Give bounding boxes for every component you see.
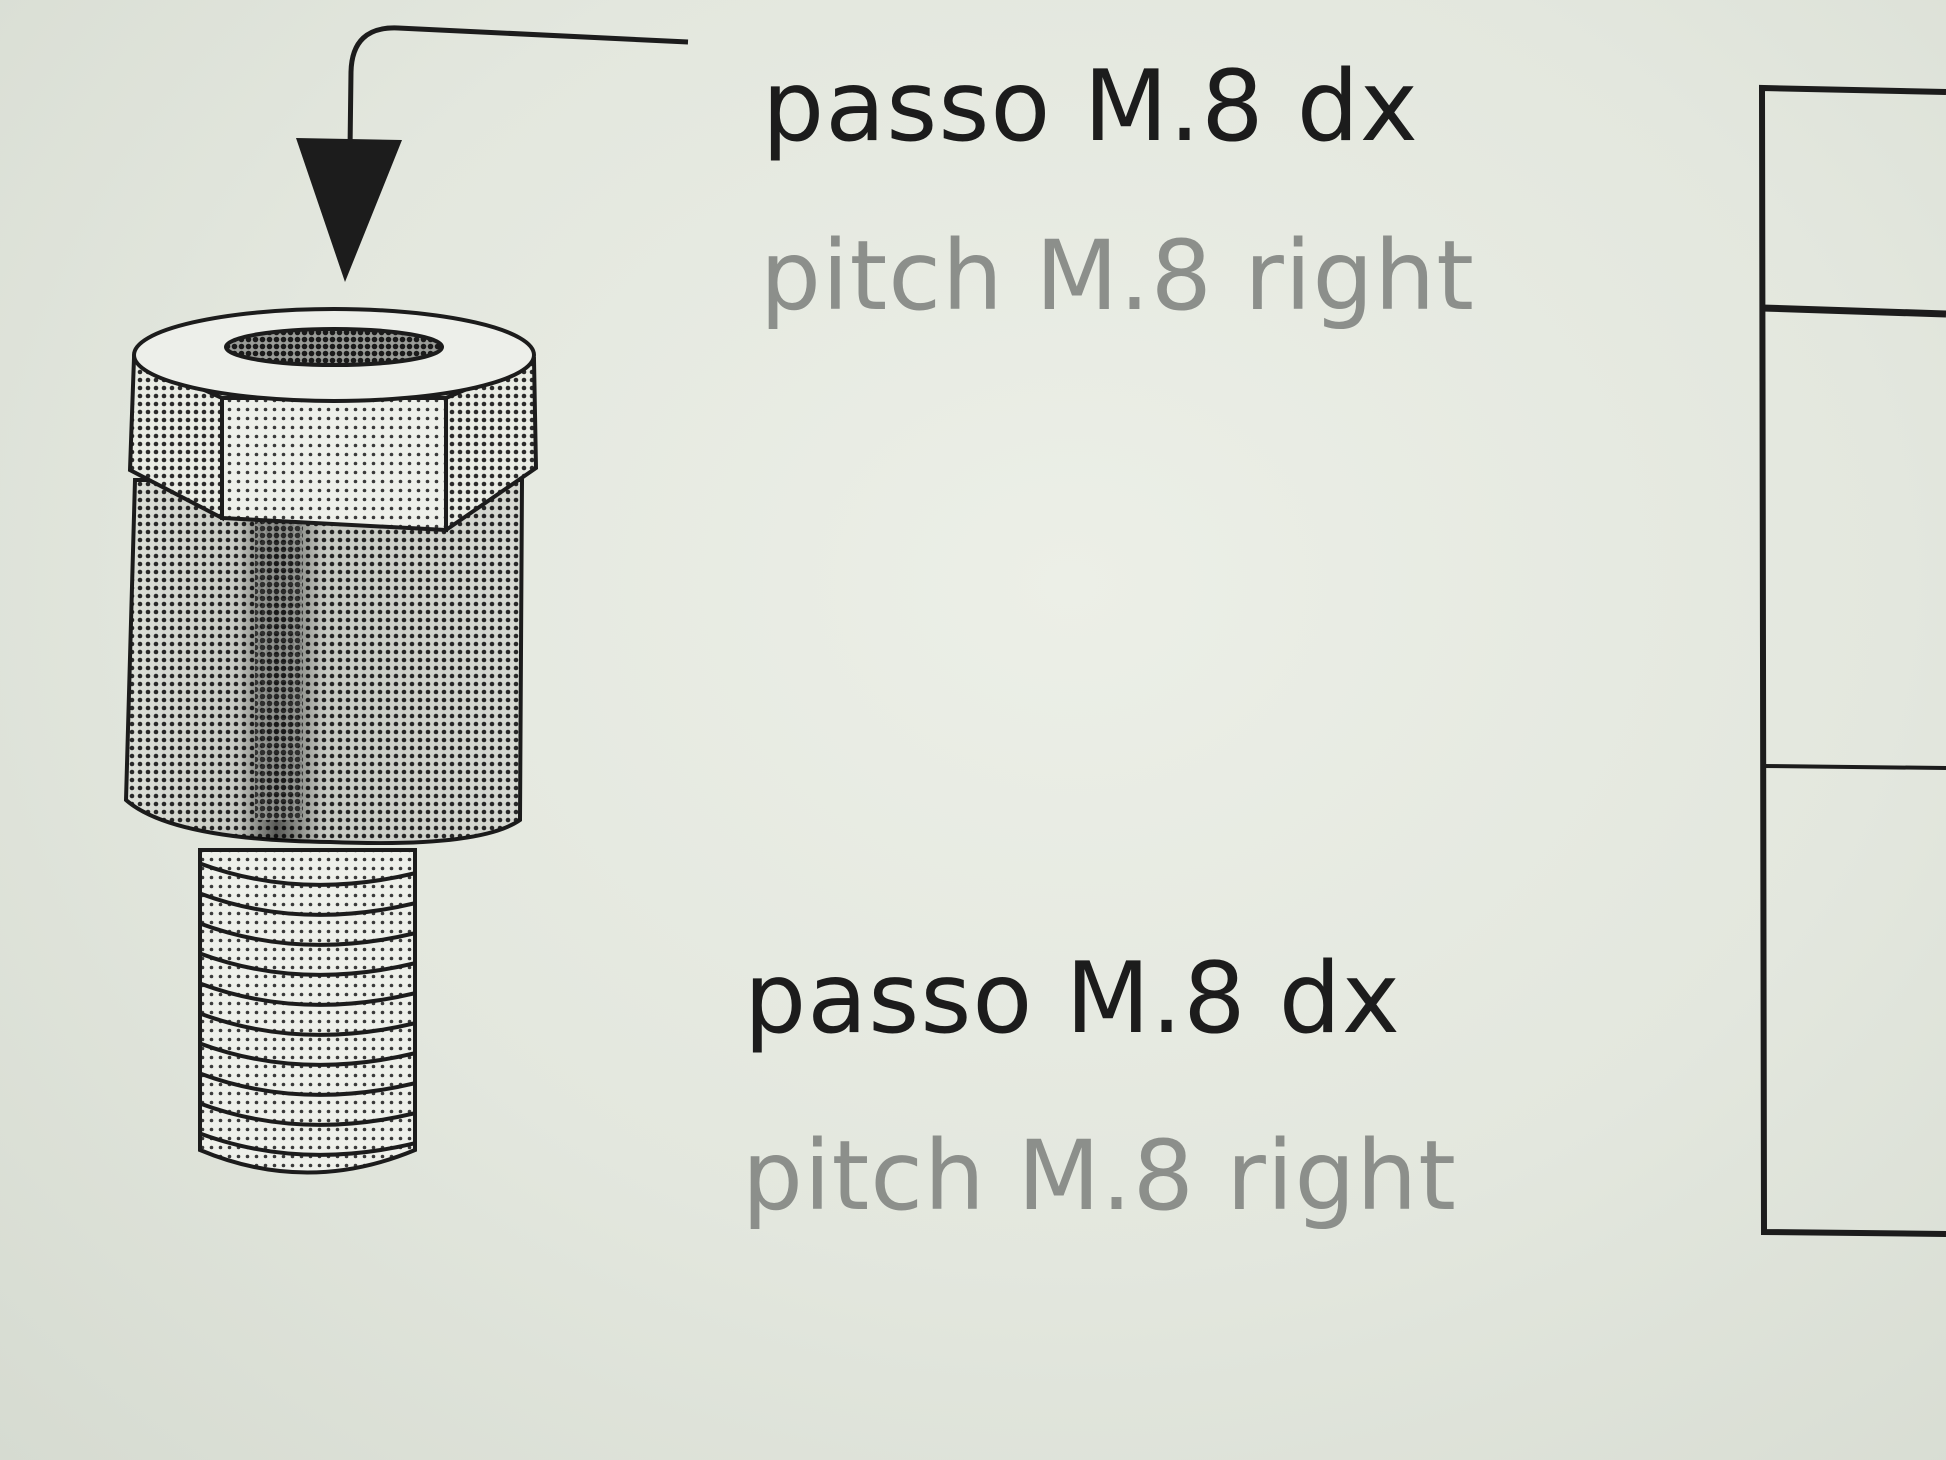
hex-nut bbox=[127, 307, 539, 534]
threaded-adapter-icon bbox=[123, 307, 539, 1175]
table-outline bbox=[1758, 84, 1946, 1237]
bottom-pitch-label-italian: passo M.8 dx bbox=[744, 942, 1401, 1056]
pointer-arrow-icon bbox=[296, 25, 689, 282]
top-pitch-label-english: pitch M.8 right bbox=[760, 220, 1475, 332]
bottom-pitch-label-english: pitch M.8 right bbox=[742, 1120, 1457, 1232]
top-pitch-label-italian: passo M.8 dx bbox=[762, 50, 1419, 164]
adapter-body bbox=[123, 478, 525, 846]
thread-shank bbox=[198, 848, 417, 1175]
